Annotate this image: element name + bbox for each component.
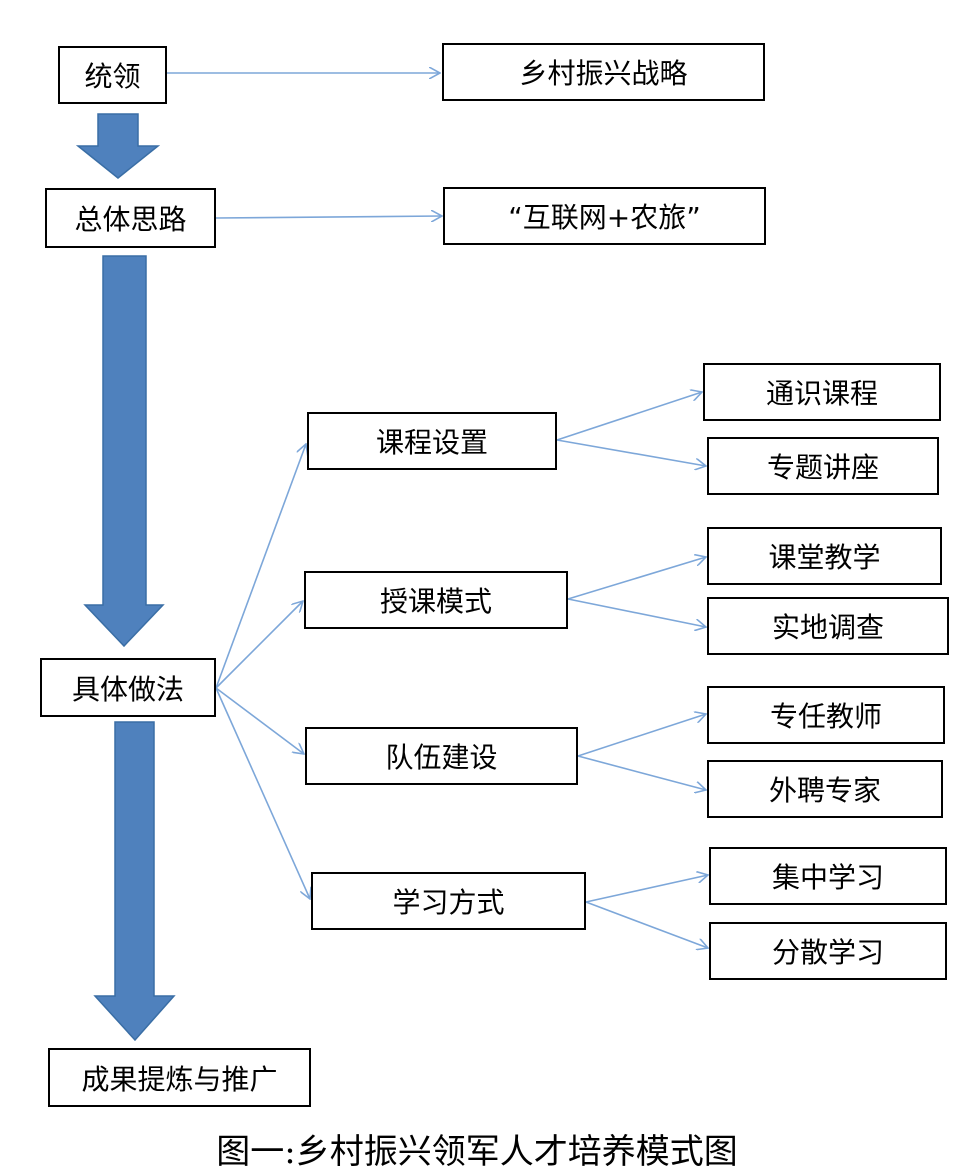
node-overall: 总体思路	[45, 188, 216, 248]
edge-teaching-classroom	[567, 557, 706, 600]
block-arrow-1	[75, 113, 161, 179]
node-centralized: 集中学习	[709, 847, 947, 905]
edge-team-teacher	[577, 714, 706, 757]
block-arrow-2	[83, 255, 165, 648]
node-label: 外聘专家	[768, 774, 881, 807]
node-label: 通识课程	[765, 377, 878, 410]
node-label: 授课模式	[379, 585, 492, 618]
node-label: 课堂教学	[768, 541, 881, 574]
edge-learning-scattered	[585, 901, 708, 948]
edge-teaching-field	[567, 598, 706, 627]
node-label: 乡村振兴战略	[519, 57, 688, 90]
node-general-course: 通识课程	[703, 363, 941, 421]
node-teaching-mode: 授课模式	[304, 571, 568, 629]
block-arrow-3	[93, 721, 176, 1042]
node-classroom: 课堂教学	[707, 527, 942, 585]
node-label: 统领	[84, 60, 141, 93]
node-outcome: 成果提炼与推广	[48, 1048, 311, 1107]
node-lecture: 专题讲座	[707, 437, 939, 495]
node-label: 课程设置	[375, 426, 488, 459]
node-field: 实地调查	[707, 597, 949, 655]
node-label: 队伍建设	[385, 741, 498, 774]
node-label: 成果提炼与推广	[81, 1062, 278, 1096]
figure-caption: 图一:乡村振兴领军人才培养模式图	[216, 1132, 738, 1172]
edge-curriculum-general	[556, 392, 702, 441]
node-practice: 具体做法	[40, 658, 216, 717]
node-full-teacher: 专任教师	[707, 686, 945, 744]
edge-overall-internet	[215, 216, 442, 218]
edge-practice-teaching	[215, 601, 303, 689]
node-label: “互联网+农旅”	[508, 201, 701, 234]
node-label: 集中学习	[771, 861, 884, 894]
node-label: 专任教师	[769, 700, 882, 733]
edge-learning-centralized	[585, 875, 708, 903]
node-internet: “互联网+农旅”	[443, 187, 766, 245]
node-label: 学习方式	[392, 886, 505, 919]
node-label: 实地调查	[771, 611, 884, 644]
edge-practice-curriculum	[215, 444, 306, 689]
node-label: 具体做法	[71, 672, 184, 706]
edge-practice-team	[215, 687, 304, 754]
node-external-expert: 外聘专家	[707, 760, 943, 818]
node-learning-mode: 学习方式	[311, 872, 586, 930]
node-label: 分散学习	[771, 936, 884, 969]
node-curriculum: 课程设置	[307, 412, 557, 470]
edge-curriculum-lecture	[556, 439, 706, 466]
edge-team-expert	[577, 755, 706, 790]
edge-practice-learning	[215, 687, 310, 899]
node-tongling: 统领	[58, 46, 167, 104]
node-strategy: 乡村振兴战略	[442, 43, 765, 101]
node-label: 专题讲座	[766, 451, 879, 484]
node-label: 总体思路	[74, 203, 187, 236]
node-team: 队伍建设	[305, 727, 578, 785]
node-scattered: 分散学习	[709, 922, 947, 980]
